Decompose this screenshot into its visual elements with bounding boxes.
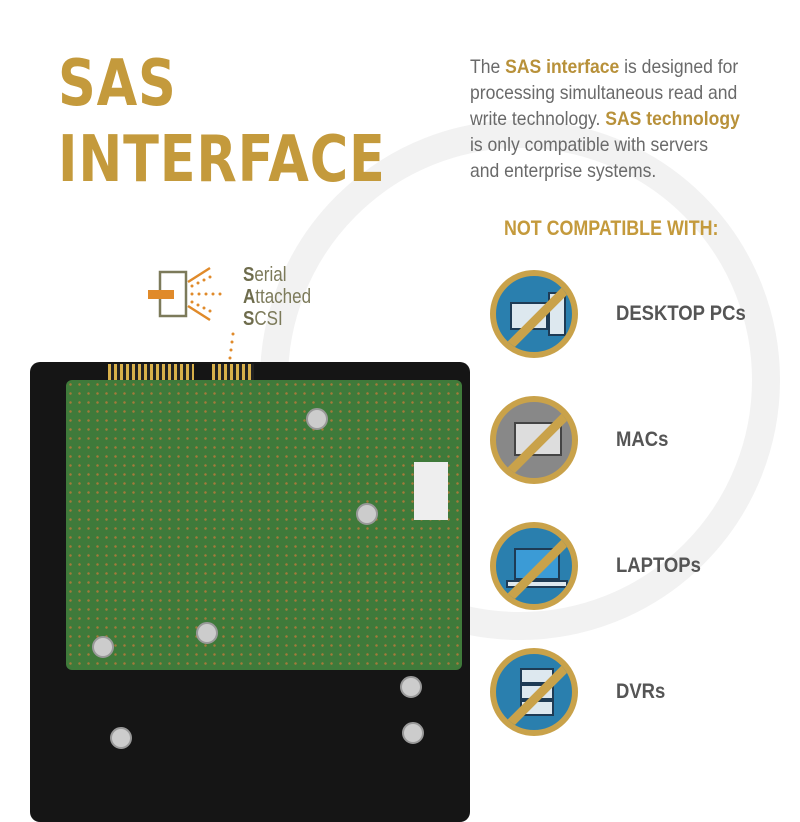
laptop-icon bbox=[490, 522, 578, 610]
pcb-board bbox=[66, 380, 462, 670]
sas-connector bbox=[212, 364, 254, 380]
item-label: MACs bbox=[616, 428, 669, 451]
item-label: DESKTOP PCs bbox=[616, 302, 746, 325]
item-desktop: DESKTOP PCs bbox=[490, 270, 790, 360]
item-label: LAPTOPs bbox=[616, 554, 701, 577]
item-mac: MACs bbox=[490, 396, 790, 486]
heading-line2: INTERFACE bbox=[58, 123, 386, 197]
screw bbox=[402, 722, 424, 744]
dvr-icon bbox=[490, 648, 578, 736]
pcb-sticker bbox=[414, 462, 448, 520]
description: The SAS interface is designed for proces… bbox=[470, 56, 740, 182]
heading-line1: SAS bbox=[58, 47, 177, 121]
mac-icon bbox=[490, 396, 578, 484]
screw bbox=[92, 636, 114, 658]
sas-connector bbox=[108, 364, 194, 380]
item-label: DVRs bbox=[616, 680, 666, 703]
item-laptop: LAPTOPs bbox=[490, 522, 790, 612]
sas-acronym: Serial Attached SCSI bbox=[243, 264, 312, 330]
sas-connector-icon bbox=[148, 266, 235, 360]
screw bbox=[356, 503, 378, 525]
desktop-pc-icon bbox=[490, 270, 578, 358]
item-dvr: DVRs bbox=[490, 648, 790, 738]
screw bbox=[400, 676, 422, 698]
screw bbox=[306, 408, 328, 430]
screw bbox=[110, 727, 132, 749]
not-compatible-title: NOT COMPATIBLE WITH: bbox=[504, 217, 719, 240]
screw bbox=[196, 622, 218, 644]
